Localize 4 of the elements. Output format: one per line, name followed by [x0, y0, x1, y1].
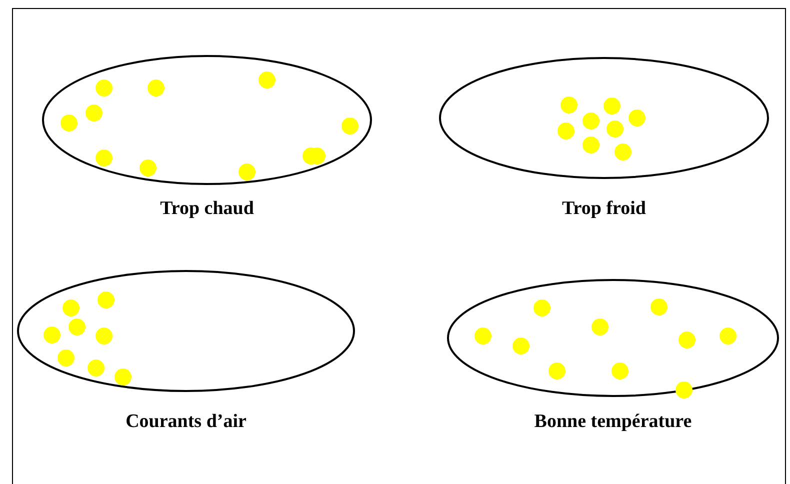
node-label: Trop chaud [160, 198, 254, 220]
node-label: Trop froid [562, 198, 646, 220]
node-label: Courants d’air [126, 411, 246, 433]
node-label: Bonne température [534, 411, 692, 433]
